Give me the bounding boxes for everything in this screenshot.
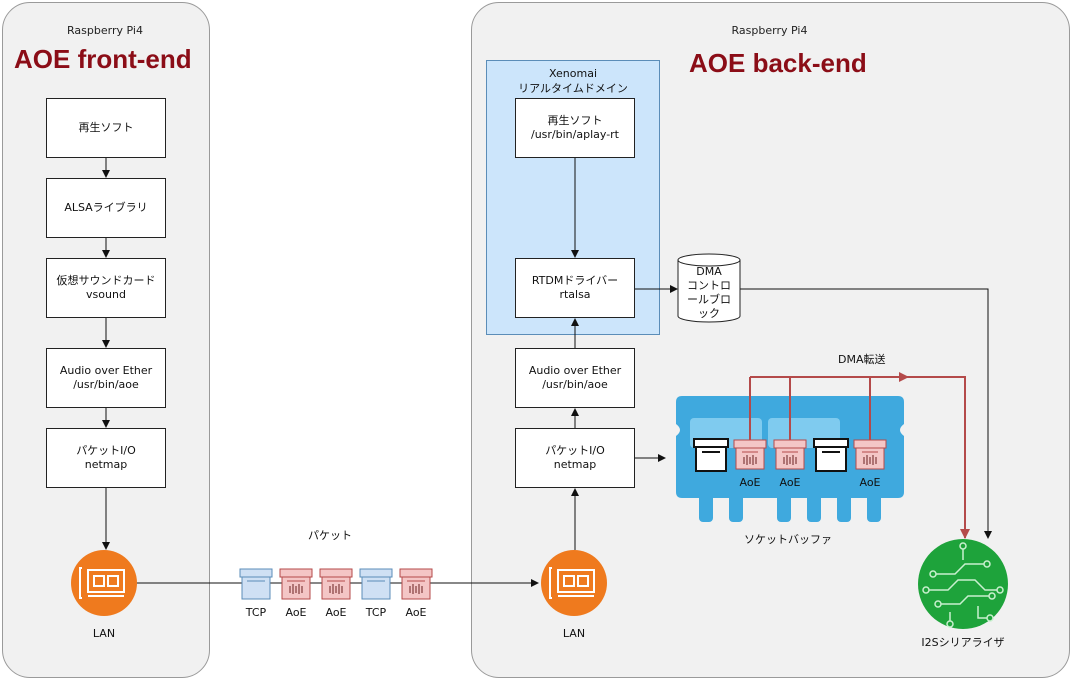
dma-block-line1: DMA	[696, 265, 722, 278]
buffer-slot-aoe-3	[853, 439, 887, 470]
packet-tcp-1-icon	[239, 568, 273, 600]
dma-transfer-label: DMA転送	[838, 353, 886, 366]
packet-label: パケット	[308, 529, 352, 542]
back-flow-arrows	[571, 158, 992, 550]
packet-aoe-3-label: AoE	[405, 606, 427, 619]
box-line1: パケットI/O	[545, 444, 605, 457]
i2s-serializer-icon	[918, 539, 1008, 629]
back-playback-software: 再生ソフト /usr/bin/aplay-rt	[515, 98, 635, 158]
box-line2: /usr/bin/aoe	[73, 378, 139, 391]
front-lan-label: LAN	[92, 627, 116, 640]
front-playback-software: 再生ソフト	[46, 98, 166, 158]
box-line1: 仮想サウンドカード	[56, 274, 156, 287]
box-line1: Audio over Ether	[59, 364, 153, 377]
i2s-serializer-label: I2Sシリアライザ	[921, 636, 1005, 649]
box-line1: 再生ソフト	[78, 121, 134, 134]
packet-aoe-1-icon	[279, 568, 313, 600]
back-packet-io: パケットI/O netmap	[515, 428, 635, 488]
front-packet-io: パケットI/O netmap	[46, 428, 166, 488]
dma-block-line3: ールブロ	[687, 293, 731, 306]
socket-buffer-label: ソケットバッファ	[744, 533, 832, 546]
box-line2: vsound	[86, 288, 126, 301]
packet-aoe-3-icon	[399, 568, 433, 600]
box-line2: netmap	[84, 458, 128, 471]
front-virtual-sound-card: 仮想サウンドカード vsound	[46, 258, 166, 318]
packet-aoe-2-icon	[319, 568, 353, 600]
front-alsa-library: ALSAライブラリ	[46, 178, 166, 238]
front-end-title: AOE front-end	[14, 44, 192, 74]
box-line1: RTDMドライバー	[531, 274, 619, 287]
back-lan-icon	[541, 550, 607, 616]
box-line1: パケットI/O	[76, 444, 136, 457]
dma-block-line2: コントロ	[687, 279, 731, 292]
box-line2: netmap	[553, 458, 597, 471]
xenomai-realtime-label: リアルタイムドメイン	[518, 82, 628, 95]
buffer-slot-aoe-2	[773, 439, 807, 470]
buffer-slot-aoe-1	[733, 439, 767, 470]
back-audio-over-ether: Audio over Ether /usr/bin/aoe	[515, 348, 635, 408]
box-line2: rtalsa	[559, 288, 591, 301]
buffer-slot-empty-1	[693, 438, 729, 472]
xenomai-label: Xenomai	[548, 67, 598, 80]
dma-control-block-cylinder	[677, 253, 741, 323]
dma-block-line4: ック	[698, 307, 720, 320]
box-line2: /usr/bin/aplay-rt	[531, 128, 619, 141]
buffer-slot-label: AoE	[859, 476, 881, 489]
packet-tcp-2-icon	[359, 568, 393, 600]
front-audio-over-ether: Audio over Ether /usr/bin/aoe	[46, 348, 166, 408]
back-lan-label: LAN	[562, 627, 586, 640]
box-line1: 再生ソフト	[547, 114, 603, 127]
back-rtdm-driver: RTDMドライバー rtalsa	[515, 258, 635, 318]
packet-tcp-1-label: TCP	[245, 606, 267, 619]
back-host-label: Raspberry Pi4	[731, 24, 808, 37]
front-host-label: Raspberry Pi4	[67, 24, 143, 37]
front-lan-icon	[71, 550, 137, 616]
box-line1: Audio over Ether	[528, 364, 622, 377]
buffer-slot-label: AoE	[739, 476, 761, 489]
packet-tcp-2-label: TCP	[365, 606, 387, 619]
buffer-slot-label: AoE	[779, 476, 801, 489]
box-line2: /usr/bin/aoe	[542, 378, 608, 391]
box-line1: ALSAライブラリ	[64, 201, 148, 214]
dma-transfer-arrows	[749, 372, 970, 539]
packet-aoe-2-label: AoE	[325, 606, 347, 619]
back-end-title: AOE back-end	[689, 48, 867, 78]
buffer-slot-empty-2	[813, 438, 849, 472]
packet-aoe-1-label: AoE	[285, 606, 307, 619]
